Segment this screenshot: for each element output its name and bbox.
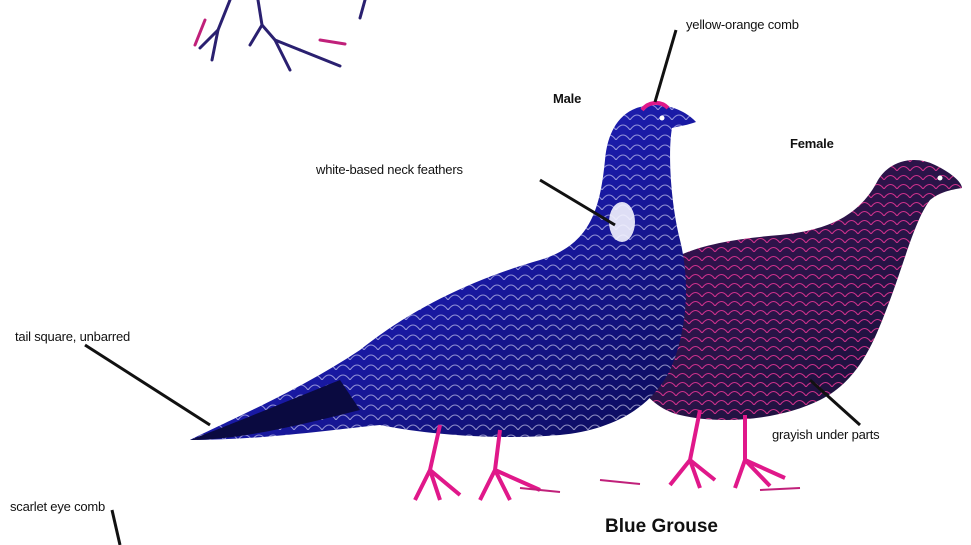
label-comb: yellow-orange comb xyxy=(686,18,799,31)
label-male: Male xyxy=(553,92,581,105)
label-female: Female xyxy=(790,137,834,150)
branch-sketch xyxy=(195,0,365,70)
label-underparts: grayish under parts xyxy=(772,428,879,441)
ground-marks xyxy=(520,480,800,492)
figure-title: Blue Grouse xyxy=(605,516,718,538)
label-tail: tail square, unbarred xyxy=(15,330,130,343)
leader-comb xyxy=(655,30,676,102)
leader-tail xyxy=(85,345,210,425)
leader-eye-comb xyxy=(112,510,120,545)
label-eye-comb: scarlet eye comb xyxy=(10,500,105,513)
label-neck-feathers: white-based neck feathers xyxy=(316,163,463,176)
